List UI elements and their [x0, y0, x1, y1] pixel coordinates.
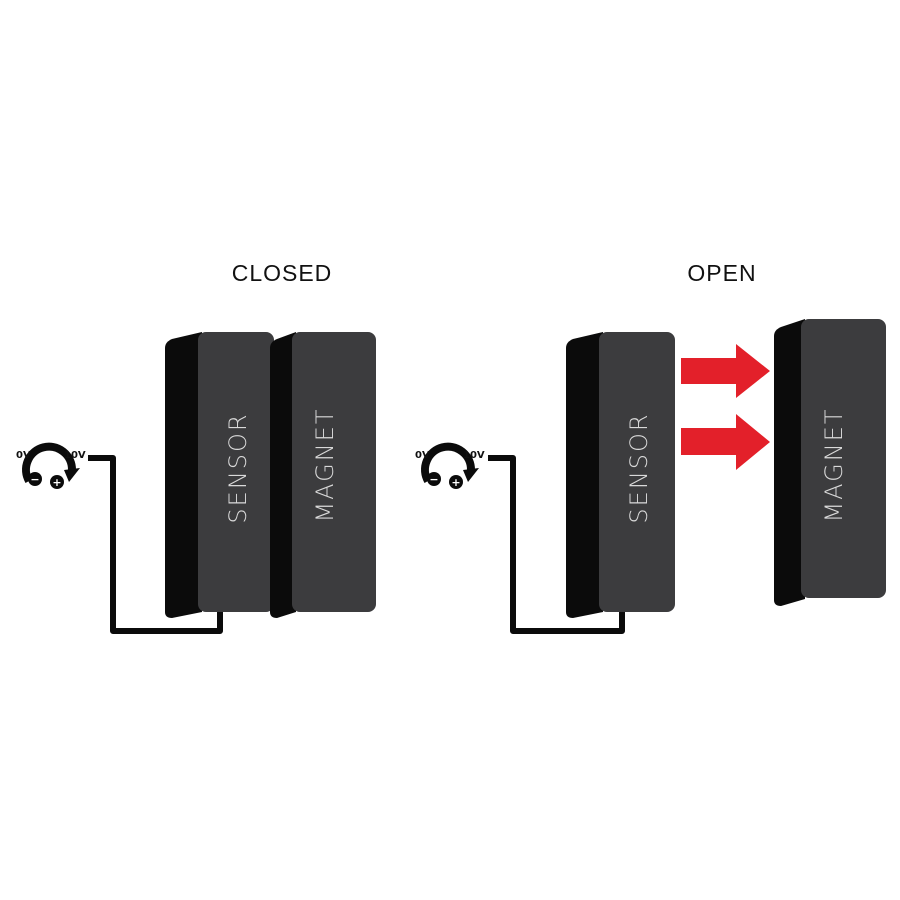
svg-text:+: +	[451, 476, 460, 489]
voltage-dial-icon: − + 0V 10V	[415, 442, 485, 489]
sensor-block: SENSOR	[566, 332, 675, 618]
svg-text:−: −	[429, 473, 438, 486]
dial-high-label: 10V	[64, 450, 86, 461]
sensor-label: SENSOR	[625, 412, 653, 523]
separation-arrows	[681, 344, 770, 470]
dial-low-label: 0V	[16, 450, 31, 461]
magnet-label: MAGNET	[311, 407, 339, 522]
arrow-icon	[681, 344, 770, 398]
magnet-label: MAGNET	[820, 407, 848, 522]
magnet-block: MAGNET	[270, 332, 376, 618]
open-title: OPEN	[687, 260, 756, 286]
svg-text:+: +	[52, 476, 61, 489]
svg-text:−: −	[30, 473, 39, 486]
sensor-block: SENSOR	[165, 332, 274, 618]
magnet-block: MAGNET	[774, 319, 886, 606]
dial-low-label: 0V	[415, 450, 430, 461]
closed-state: CLOSED − + 0V 10V SENSOR MAGNET	[16, 260, 376, 634]
sensor-wire	[488, 455, 625, 634]
open-state: OPEN − + 0V 10V SENSOR M	[415, 260, 886, 634]
voltage-dial-icon: − + 0V 10V	[16, 442, 86, 489]
sensor-wire	[88, 455, 223, 634]
dial-high-label: 10V	[463, 450, 485, 461]
arrow-icon	[681, 414, 770, 470]
closed-title: CLOSED	[232, 260, 333, 286]
sensor-label: SENSOR	[224, 412, 252, 523]
